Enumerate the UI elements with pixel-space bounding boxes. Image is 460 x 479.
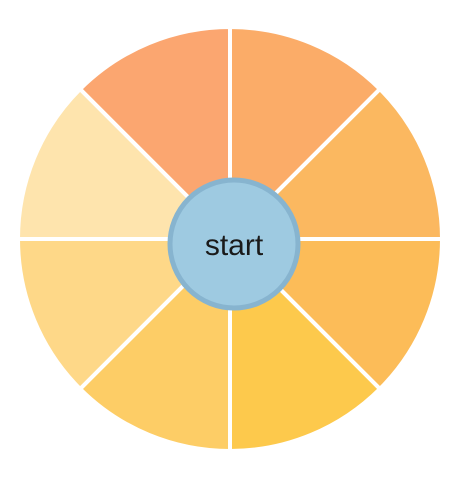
wheel-segment-8[interactable]	[78, 25, 232, 241]
wheel-segment-7[interactable]	[16, 87, 232, 241]
wheel-segment-1[interactable]	[228, 25, 382, 241]
start-button[interactable]: start	[167, 177, 301, 311]
start-button-circle[interactable]	[167, 177, 301, 311]
